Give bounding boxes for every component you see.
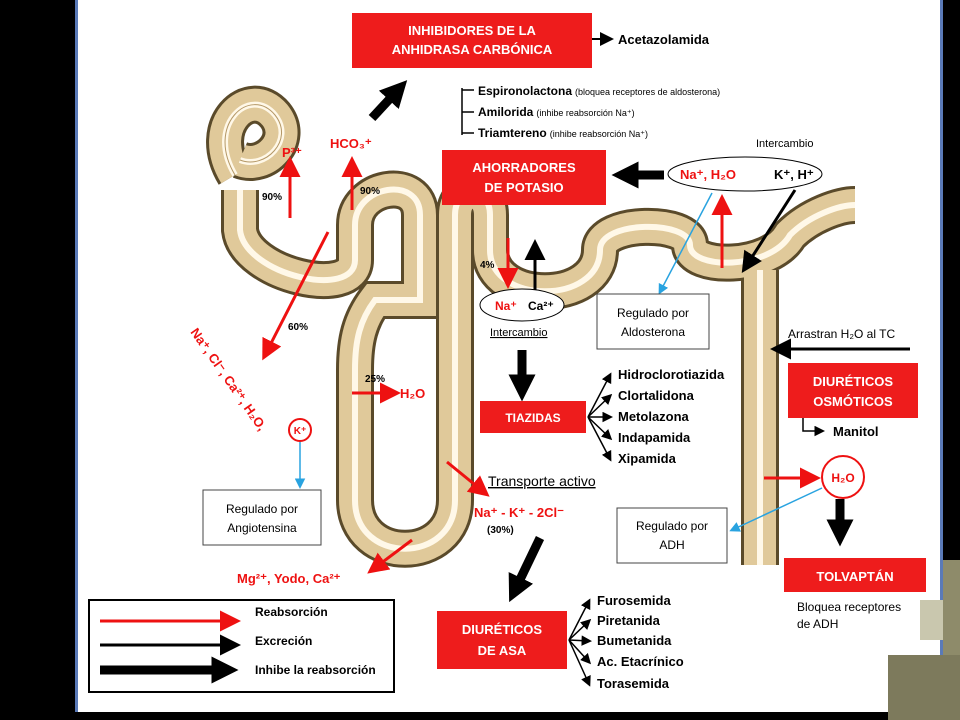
- k-circle-label: K⁺: [294, 426, 307, 437]
- excretion-arrow-k: [741, 189, 797, 274]
- angiotensina-box: [202, 489, 322, 546]
- drug-clortalidona: Clortalidona: [618, 388, 695, 403]
- drug-hidroclorotiazida: Hidroclorotiazida: [618, 367, 725, 382]
- drug-metolazona: Metolazona: [618, 409, 690, 424]
- h2o-loop-label: H₂O: [400, 386, 425, 401]
- pct-25: 25%: [365, 374, 385, 385]
- manitol-arrow: [802, 418, 825, 437]
- osmotic-box: [788, 363, 918, 418]
- nkcc-label: Na⁺ - K⁺ - 2Cl⁻: [474, 505, 564, 520]
- inhibit-arrow-carbonic: [368, 80, 408, 122]
- tolvaptan-note-1: Bloquea receptores: [797, 600, 901, 614]
- drug-espironolactona: Espironolactona(bloquea receptores de al…: [478, 84, 720, 98]
- k-circle: [288, 418, 312, 442]
- tolvaptan-note-2: de ADH: [797, 617, 838, 631]
- exchange-k-h: K⁺, H⁺: [774, 167, 814, 182]
- loop-box: [437, 611, 567, 669]
- carbonic-anhydrase-title: INHIBIDORES DE LA: [408, 23, 536, 38]
- tolvaptan-title: TOLVAPTÁN: [816, 569, 893, 584]
- arrow-furosemida: [568, 598, 591, 641]
- pct-90-hco3: 90%: [360, 186, 380, 197]
- arrow-etacrinico: [568, 639, 592, 665]
- regulation-arrow-adh: [729, 487, 823, 532]
- arrow-clortalidona: [587, 393, 613, 418]
- arrow-torasemida: [568, 639, 591, 687]
- exchange-ellipse-top: [667, 156, 823, 192]
- osmotic-title-2: OSMÓTICOS: [813, 394, 893, 409]
- legend-reabsorcion: Reabsorción: [255, 605, 328, 619]
- reabsorption-arrow-ions: [262, 231, 330, 361]
- adh-line2: ADH: [659, 538, 684, 552]
- carbonic-anhydrase-box: [352, 13, 592, 68]
- carbonic-anhydrase-title-2: ANHIDRASA CARBÓNICA: [392, 42, 553, 57]
- angiotensina-line2: Angiotensina: [227, 521, 297, 535]
- hco3-label: HCO₃⁺: [330, 136, 372, 151]
- drug-bumetanida: Bumetanida: [597, 633, 672, 648]
- adh-line1: Regulado por: [636, 519, 708, 533]
- drug-amilorida: Amilorida(inhibe reabsorción Na⁺): [478, 105, 635, 119]
- legend-excrecion: Excreción: [255, 634, 312, 648]
- na-distal-label: Na⁺: [495, 299, 517, 313]
- tiazidas-box: [480, 401, 586, 433]
- nephron-lumen: [222, 101, 856, 565]
- mg-label: Mg²⁺, Yodo, Ca²⁺: [237, 571, 341, 586]
- manitol-label: Manitol: [833, 424, 879, 439]
- intercambio-mid-label: Intercambio: [490, 327, 547, 339]
- k-sparing-bracket: [461, 88, 474, 135]
- pct-4: 4%: [480, 260, 495, 271]
- drug-xipamida: Xipamida: [618, 451, 677, 466]
- arrow-hidroclorotiazida: [587, 372, 612, 418]
- slide-decoration: [888, 655, 960, 720]
- tiazidas-title: TIAZIDAS: [505, 411, 560, 425]
- loop-title-2: DE ASA: [478, 643, 527, 658]
- adh-box: [616, 507, 728, 564]
- p3-label: P³⁺: [282, 145, 302, 160]
- drug-furosemida: Furosemida: [597, 593, 671, 608]
- h2o-circle: [821, 455, 865, 499]
- acetazolamida-label: Acetazolamida: [618, 32, 710, 47]
- reabsorption-arrow-nkcc: [446, 460, 490, 497]
- transporte-label: Transporte activo: [488, 473, 596, 489]
- arrow-xipamida: [587, 416, 612, 462]
- pct-60: 60%: [288, 322, 308, 333]
- thiazide-arrows: [587, 372, 613, 462]
- intercambio-top-label: Intercambio: [756, 138, 813, 150]
- ions-label: Na⁺, Cl⁻, Ca²⁺, H₂O,: [188, 325, 270, 433]
- drug-torasemida: Torasemida: [597, 676, 670, 691]
- k-sparing-title: AHORRADORES: [472, 160, 576, 175]
- arrow-piretanida: [568, 618, 592, 641]
- aldosterona-line2: Aldosterona: [621, 325, 685, 339]
- ca-distal-label: Ca²⁺: [528, 299, 554, 313]
- legend-inhibe: Inhibe la reabsorción: [255, 663, 376, 677]
- inhibit-arrow-loop: [508, 536, 545, 603]
- nkcc-pct: (30%): [487, 525, 514, 536]
- drug-piretanida: Piretanida: [597, 613, 661, 628]
- aldosterona-box: [596, 293, 710, 350]
- k-sparing-box: [442, 150, 606, 205]
- nephron-tubule: [206, 85, 857, 568]
- drug-etacrinico: Ac. Etacrínico: [597, 654, 684, 669]
- legend: Reabsorción Excreción Inhibe la reabsorc…: [88, 599, 395, 693]
- pct-90-p: 90%: [262, 192, 282, 203]
- arrow-bumetanida: [568, 635, 592, 646]
- reabsorption-arrow-mg: [367, 538, 413, 574]
- drug-triamtereno: Triamtereno(inhibe reabsorción Na⁺): [478, 126, 648, 140]
- tolvaptan-box: [784, 558, 926, 592]
- arrow-indapamida: [587, 416, 613, 441]
- exchange-na-h2o: Na⁺, H₂O: [680, 167, 736, 182]
- arrastran-label: Arrastran H₂O al TC: [788, 327, 895, 341]
- k-sparing-title-2: DE POTASIO: [484, 180, 563, 195]
- drug-indapamida: Indapamida: [618, 430, 691, 445]
- exchange-ellipse-distal: [479, 288, 565, 322]
- angiotensina-line1: Regulado por: [226, 502, 298, 516]
- h2o-circle-label: H₂O: [831, 471, 854, 485]
- loop-title: DIURÉTICOS: [462, 622, 543, 637]
- loop-arrows: [568, 598, 592, 687]
- osmotic-title: DIURÉTICOS: [813, 374, 894, 389]
- regulation-arrow-aldosterona: [658, 192, 713, 295]
- aldosterona-line1: Regulado por: [617, 306, 689, 320]
